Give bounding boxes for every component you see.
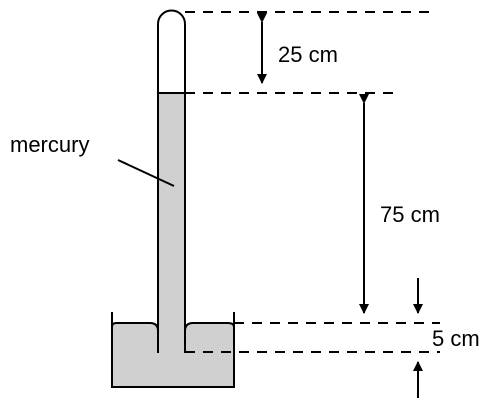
label-mercury: mercury bbox=[10, 132, 89, 157]
label-25cm: 25 cm bbox=[278, 42, 338, 67]
label-75cm: 75 cm bbox=[380, 202, 440, 227]
label-5cm: 5 cm bbox=[432, 326, 480, 351]
mercury-leader-line bbox=[117, 159, 175, 187]
mercury-column bbox=[158, 93, 185, 353]
glass-tube bbox=[157, 9, 186, 353]
